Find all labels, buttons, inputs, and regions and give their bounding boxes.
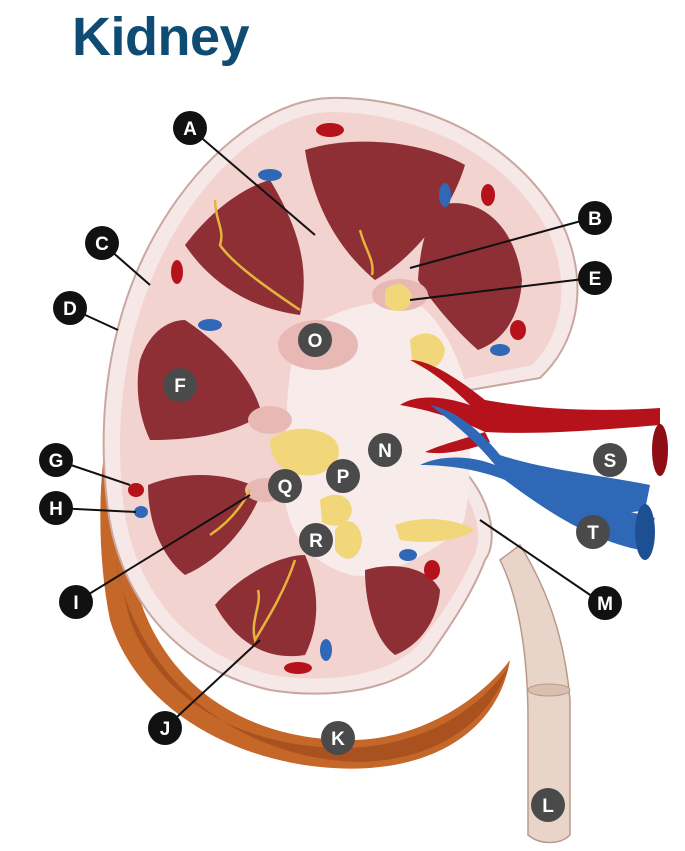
- label-L-text: L: [542, 796, 554, 817]
- label-P-text: P: [337, 467, 350, 488]
- label-A-text: A: [183, 119, 197, 140]
- renal-papilla: [248, 406, 292, 434]
- arcuate-vein: [320, 639, 332, 661]
- label-O-text: O: [308, 331, 323, 352]
- label-S-text: S: [604, 451, 617, 472]
- arcuate-vein: [490, 344, 510, 356]
- arcuate-artery: [128, 483, 144, 497]
- renal-vein-end: [635, 504, 655, 560]
- label-B: B: [578, 201, 612, 235]
- label-N: N: [368, 433, 402, 467]
- label-J: J: [148, 711, 182, 745]
- label-H-text: H: [49, 499, 63, 520]
- label-N-text: N: [378, 441, 392, 462]
- arcuate-artery: [424, 560, 440, 580]
- label-B-text: B: [588, 209, 602, 230]
- arcuate-vein: [198, 319, 222, 331]
- arcuate-artery: [316, 123, 344, 137]
- label-I-text: I: [73, 593, 78, 614]
- label-I: I: [59, 585, 93, 619]
- label-D-text: D: [63, 299, 77, 320]
- label-E-text: E: [589, 269, 602, 290]
- label-A: A: [173, 111, 207, 145]
- arcuate-artery: [171, 260, 183, 284]
- label-D: D: [53, 291, 87, 325]
- label-L: L: [531, 788, 565, 822]
- arcuate-artery: [481, 184, 495, 206]
- label-G: G: [39, 443, 73, 477]
- label-S: S: [593, 443, 627, 477]
- label-M-text: M: [597, 594, 613, 615]
- label-C-text: C: [95, 234, 109, 255]
- arcuate-vein: [399, 549, 417, 561]
- label-P: P: [326, 459, 360, 493]
- label-R-text: R: [309, 531, 323, 552]
- label-R: R: [299, 523, 333, 557]
- arcuate-artery: [284, 662, 312, 674]
- arcuate-vein: [439, 183, 451, 207]
- label-M: M: [588, 586, 622, 620]
- label-F-text: F: [174, 376, 186, 397]
- label-G-text: G: [49, 451, 64, 472]
- label-T: T: [576, 515, 610, 549]
- arcuate-artery: [510, 320, 526, 340]
- ureter-end: [528, 684, 570, 696]
- label-T-text: T: [587, 523, 599, 544]
- label-E: E: [578, 261, 612, 295]
- arcuate-vein: [258, 169, 282, 181]
- label-J-text: J: [160, 719, 171, 740]
- renal-artery-end: [652, 424, 668, 476]
- arcuate-vein: [134, 506, 148, 518]
- label-C: C: [85, 226, 119, 260]
- label-F: F: [163, 368, 197, 402]
- label-H: H: [39, 491, 73, 525]
- label-Q: Q: [268, 469, 302, 503]
- label-K-text: K: [331, 729, 345, 750]
- label-K: K: [321, 721, 355, 755]
- label-Q-text: Q: [278, 477, 293, 498]
- label-O: O: [298, 323, 332, 357]
